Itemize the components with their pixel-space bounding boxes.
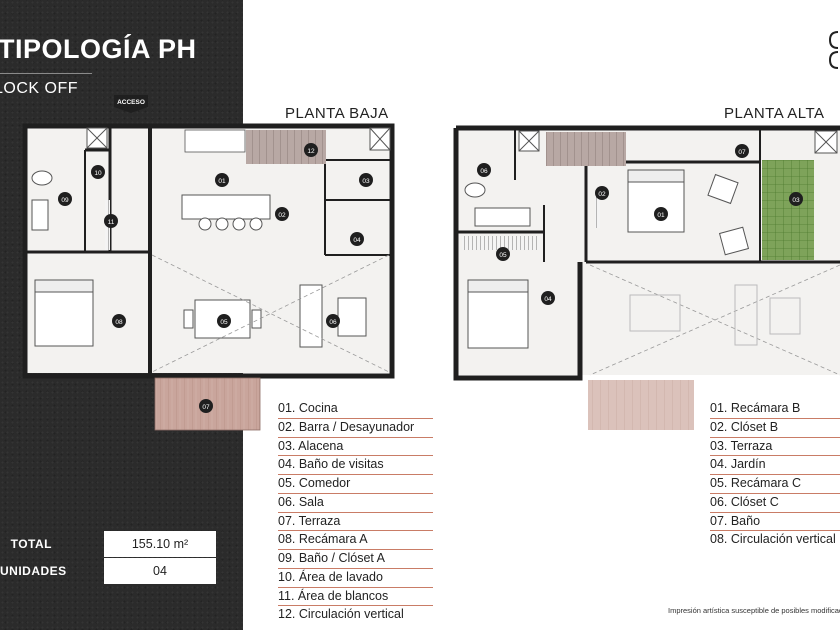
legend-item: 12. Circulación vertical (278, 607, 404, 622)
room-marker: 04 (541, 291, 555, 305)
svg-text:05: 05 (499, 252, 507, 259)
svg-text:03: 03 (792, 197, 800, 204)
floor-plan-planta-baja: ACCESO 01 02 03 04 05 06 07 08 09 10 11 … (22, 95, 395, 431)
room-marker: 07 (199, 399, 213, 413)
room-marker: 01 (215, 173, 229, 187)
room-marker: 09 (58, 192, 72, 206)
room-marker: 02 (595, 186, 609, 200)
svg-text:05: 05 (220, 319, 228, 326)
legend-planta-alta: 01. Recámara B 02. Clóset B 03. Terraza … (710, 400, 840, 549)
legend-item: 02. Barra / Desayunador (278, 419, 433, 438)
floor-plan-planta-alta: 01 02 03 04 05 06 07 (453, 125, 840, 430)
room-marker: 10 (91, 165, 105, 179)
legend-item: 08. Recámara A (278, 531, 433, 550)
legend-item: 06. Clóset C (710, 494, 840, 513)
svg-text:08: 08 (115, 319, 123, 326)
svg-text:03: 03 (362, 178, 370, 185)
legend-item: 10. Área de lavado (278, 569, 433, 588)
room-marker: 03 (789, 192, 803, 206)
svg-text:06: 06 (329, 319, 337, 326)
planta-alta-label: PLANTA ALTA (724, 105, 825, 122)
svg-text:10: 10 (94, 170, 102, 177)
room-marker: 06 (477, 163, 491, 177)
room-marker: 02 (275, 207, 289, 221)
room-marker: 12 (304, 143, 318, 157)
svg-text:09: 09 (61, 197, 69, 204)
svg-text:01: 01 (218, 178, 226, 185)
legend-item: 05. Comedor (278, 475, 433, 494)
page-subtitle: LOCK OFF (0, 80, 79, 97)
legend-item: 03. Terraza (710, 438, 840, 457)
room-marker: 05 (496, 247, 510, 261)
room-marker: 05 (217, 314, 231, 328)
legend-item: 08. Circulación vertical (710, 532, 836, 547)
legend-item: 01. Cocina (278, 400, 433, 419)
units-label: UNIDADES (0, 564, 67, 578)
legend-item: 07. Terraza (278, 513, 433, 532)
room-marker: 08 (112, 314, 126, 328)
legend-planta-baja: 01. Cocina 02. Barra / Desayunador 03. A… (278, 400, 433, 624)
room-marker: 01 (654, 207, 668, 221)
room-marker: 11 (104, 214, 118, 228)
svg-text:12: 12 (307, 148, 315, 155)
legend-item: 02. Clóset B (710, 419, 840, 438)
total-value: 155.10 m² (104, 531, 216, 557)
room-marker: 06 (326, 314, 340, 328)
legend-item: 04. Baño de visitas (278, 456, 433, 475)
svg-text:01: 01 (657, 212, 665, 219)
svg-text:04: 04 (544, 296, 552, 303)
legend-item: 01. Recámara B (710, 400, 840, 419)
svg-text:06: 06 (480, 168, 488, 175)
units-value: 04 (104, 558, 216, 584)
svg-text:04: 04 (353, 237, 361, 244)
legend-item: 05. Recámara C (710, 475, 840, 494)
access-badge: ACCESO (117, 99, 145, 106)
total-label: TOTAL (10, 537, 52, 551)
legend-item: 09. Baño / Clóset A (278, 550, 433, 569)
svg-text:11: 11 (108, 219, 115, 226)
svg-text:07: 07 (738, 149, 746, 156)
disclaimer-text: Impresión artística susceptible de posib… (668, 606, 840, 615)
svg-text:02: 02 (278, 212, 286, 219)
room-marker: 07 (735, 144, 749, 158)
page-title: TIPOLOGÍA PH (0, 34, 197, 64)
room-marker: 03 (359, 173, 373, 187)
legend-item: 06. Sala (278, 494, 433, 513)
brand-logo-icon (828, 31, 839, 69)
svg-text:02: 02 (598, 191, 606, 198)
room-marker: 04 (350, 232, 364, 246)
legend-item: 03. Alacena (278, 438, 433, 457)
legend-item: 11. Área de blancos (278, 588, 433, 607)
svg-text:07: 07 (202, 404, 210, 411)
legend-item: 04. Jardín (710, 456, 840, 475)
planta-baja-label: PLANTA BAJA (285, 105, 389, 122)
legend-item: 07. Baño (710, 513, 840, 532)
title-divider (0, 73, 92, 74)
